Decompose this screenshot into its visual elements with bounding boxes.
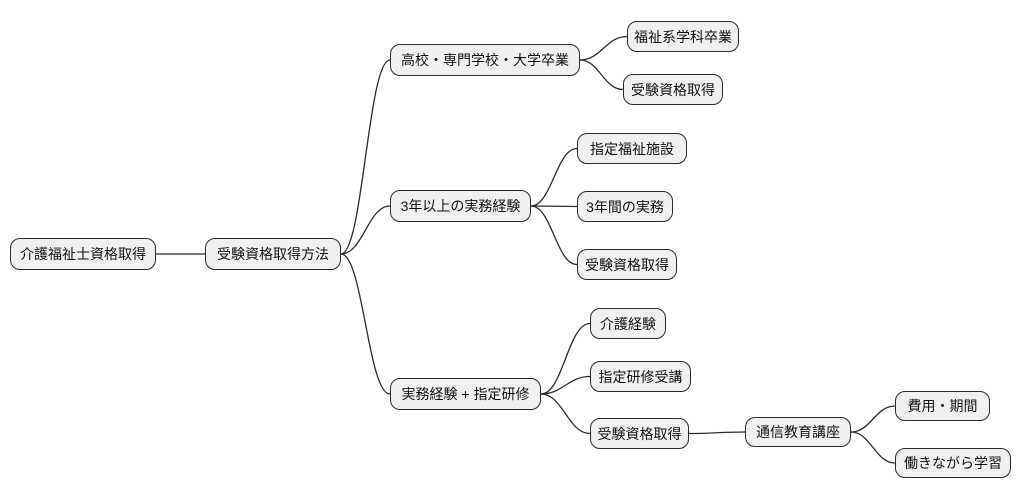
connector-work-to-work1 [530,147,578,207]
mindmap-node-train2[interactable]: 指定研修受講 [590,361,691,392]
connector-course-to-course1 [850,405,896,433]
node-label-work1: 指定福祉施設 [590,140,674,157]
mindmap-node-edu2[interactable]: 受験資格取得 [623,74,723,105]
mindmap-node-edu1[interactable]: 福祉系学科卒業 [627,21,739,52]
node-label-train: 実務経験 + 指定研修 [401,386,530,402]
node-label-train3: 受験資格取得 [597,425,682,442]
mindmap-node-method[interactable]: 受験資格取得方法 [205,238,341,270]
mindmap-node-course2[interactable]: 働きながら学習 [895,448,1011,478]
node-label-root: 介護福祉士資格取得 [20,246,146,262]
mindmap-node-train3[interactable]: 受験資格取得 [590,418,689,449]
mindmap-node-course1[interactable]: 費用・期間 [895,391,990,421]
mindmap-node-edu[interactable]: 高校・専門学校・大学卒業 [390,44,580,76]
mindmap-node-train[interactable]: 実務経験 + 指定研修 [390,378,541,410]
mindmap-node-work[interactable]: 3年以上の実務経験 [390,190,531,222]
node-label-course: 通信教育講座 [756,424,840,440]
connector-method-to-edu [340,59,391,255]
connector-edu-to-edu2 [579,59,624,91]
connector-work-to-work3 [530,205,578,266]
connector-edu-to-edu1 [579,35,628,61]
node-label-work3: 受験資格取得 [585,256,669,273]
mindmap-node-work3[interactable]: 受験資格取得 [577,249,677,280]
connector-train3-to-course [688,431,746,435]
node-label-method: 受験資格取得方法 [217,246,329,262]
connector-course-to-course2 [850,431,896,464]
connector-method-to-train [340,253,391,395]
node-label-edu2: 受験資格取得 [631,81,715,98]
node-label-train1: 介護経験 [600,315,656,332]
mindmap-node-course[interactable]: 通信教育講座 [745,417,851,447]
mindmap-node-work1[interactable]: 指定福祉施設 [577,133,687,164]
connector-train-to-train1 [540,322,591,395]
connector-train-to-train2 [540,375,591,395]
node-label-work: 3年以上の実務経験 [400,198,521,214]
node-label-work2: 3年間の実務 [586,198,664,215]
connector-work-to-work2 [530,205,578,208]
node-label-course1: 費用・期間 [907,398,978,414]
node-label-edu: 高校・専門学校・大学卒業 [401,52,569,68]
mindmap-node-work2[interactable]: 3年間の実務 [577,191,673,222]
node-label-train2: 指定研修受講 [598,368,683,385]
connector-train-to-train3 [540,393,591,435]
mindmap-node-root[interactable]: 介護福祉士資格取得 [10,238,156,270]
node-label-course2: 働きながら学習 [904,455,1002,471]
connector-method-to-work [340,205,391,255]
node-label-edu1: 福祉系学科卒業 [634,28,732,45]
mindmap-node-train1[interactable]: 介護経験 [590,308,666,339]
